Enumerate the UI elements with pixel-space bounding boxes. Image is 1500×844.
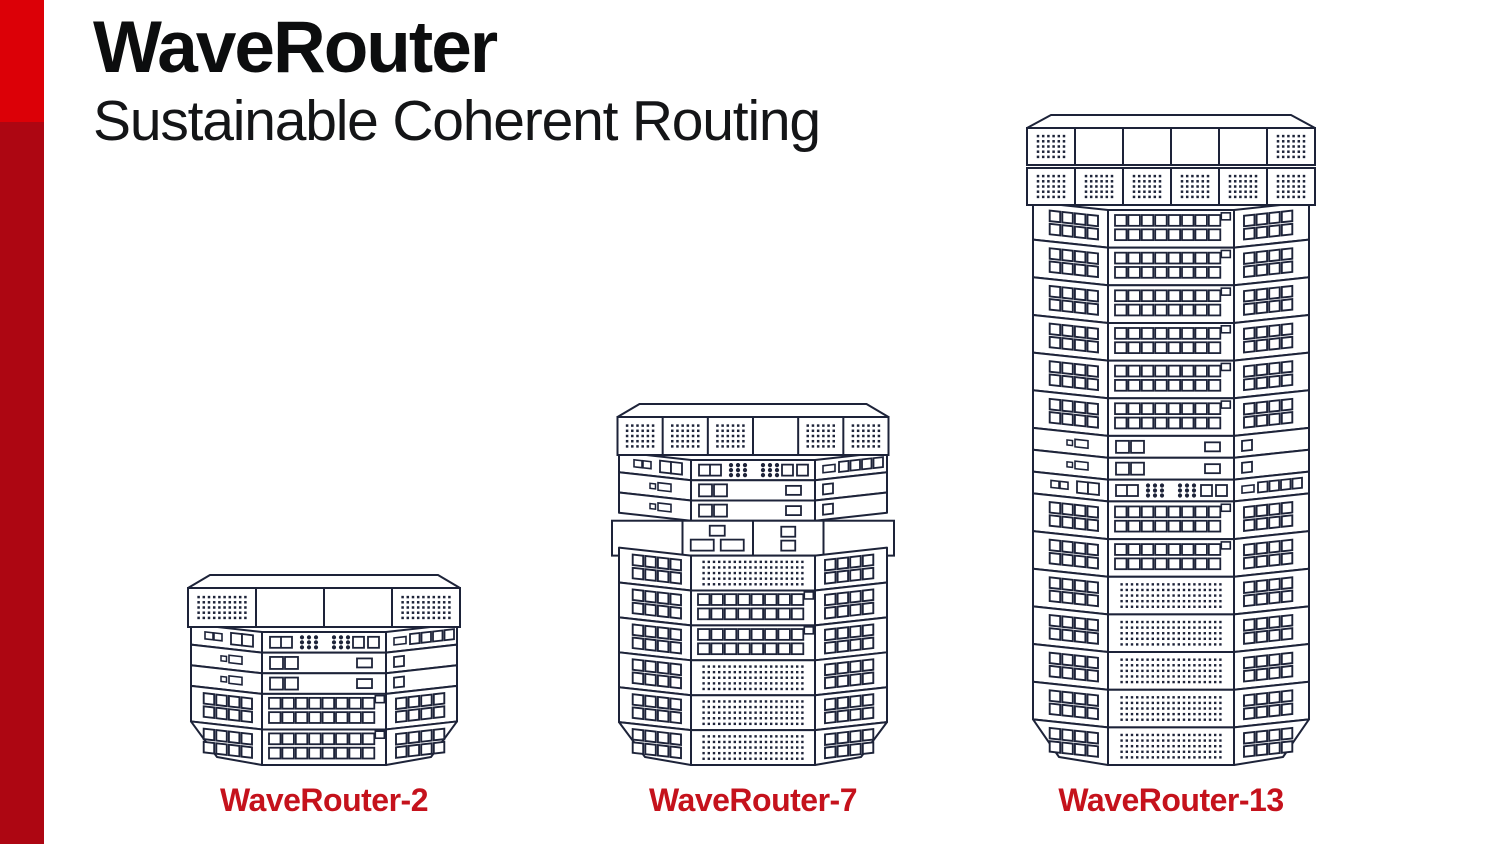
waverouter-13-illustration (1026, 114, 1316, 766)
waverouter-7-illustration (611, 403, 895, 766)
waverouter-2-illustration (187, 574, 461, 766)
header: WaveRouter Sustainable Coherent Routing (93, 7, 821, 153)
accent-bar-top-segment (0, 0, 44, 122)
router-label-waverouter-2: WaveRouter-2 (220, 782, 428, 818)
page-subtitle: Sustainable Coherent Routing (93, 88, 821, 153)
router-label-waverouter-13: WaveRouter-13 (1058, 782, 1284, 818)
router-label-waverouter-7: WaveRouter-7 (649, 782, 857, 818)
accent-bar-bottom-segment (0, 122, 44, 844)
left-accent-bar (0, 0, 44, 844)
page-title: WaveRouter (93, 7, 498, 88)
